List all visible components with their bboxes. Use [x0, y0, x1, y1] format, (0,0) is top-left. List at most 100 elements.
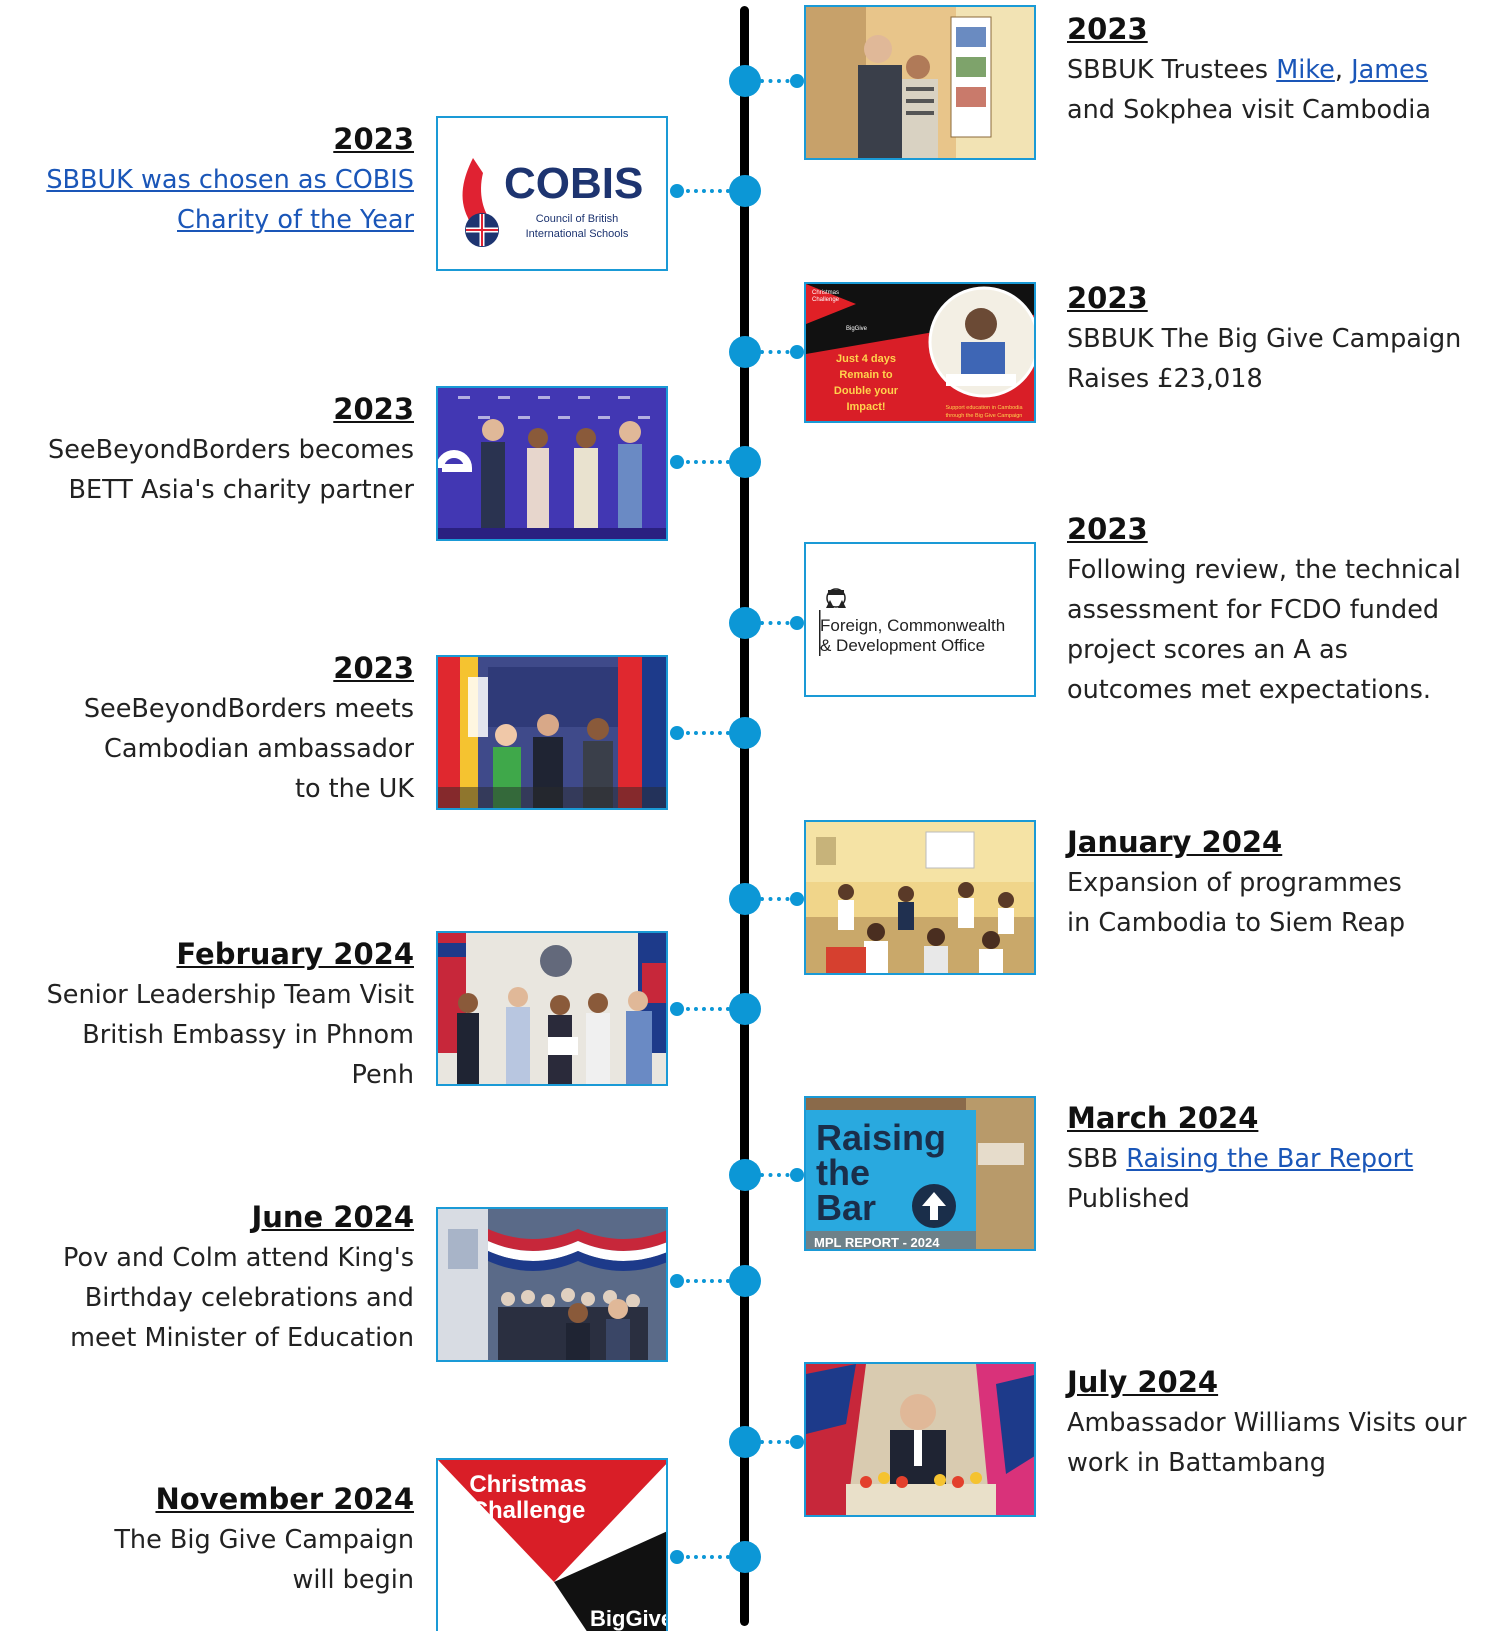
cobis-link-line-2[interactable]: Charity of the Year — [177, 205, 414, 235]
timeline-connector-dot — [790, 345, 804, 359]
raising-the-bar-report-cover[interactable]: Raising the Bar MPL REPORT - 2024 — [804, 1096, 1036, 1251]
promo-note-1: Support education in Cambodia — [945, 405, 1023, 411]
entry-text: March 2024 SBB Raising the Bar Report Pu… — [1067, 1097, 1467, 1219]
entry-title: 2023 — [1067, 12, 1148, 46]
bett-asia-photo-image — [438, 388, 666, 539]
entry-text: 2023 SeeBeyondBorders becomes BETT Asia'… — [14, 388, 414, 510]
promo-line-1: Just 4 days — [836, 353, 896, 365]
entry-text: November 2024 The Big Give Campaign will… — [14, 1478, 414, 1600]
timeline-connector-dot — [790, 892, 804, 906]
entry-title: January 2024 — [1067, 825, 1283, 859]
cobis-subtitle-line-1: Council of British — [536, 213, 619, 225]
timeline-connector — [760, 1440, 798, 1444]
promo-line-4: Impact! — [846, 401, 885, 413]
timeline-node — [729, 446, 761, 478]
mpl-report-label: MPL REPORT - 2024 — [814, 1235, 940, 1250]
challenge-badge-word: Challenge — [812, 297, 840, 303]
timeline-connector-dot — [670, 726, 684, 740]
british-embassy-visit-photo — [436, 931, 668, 1086]
timeline-connector — [760, 79, 798, 83]
big-give-campaign-graphic: Christmas Challenge BigGive Just 4 days … — [806, 284, 1034, 421]
promo-note-2: through the Big Give Campaign — [946, 413, 1023, 419]
entry-line: Senior Leadership Team Visit — [46, 980, 414, 1010]
entry-title: 2023 — [1067, 281, 1148, 315]
fcdo-name-line-2: & Development Office — [820, 636, 985, 655]
james-link[interactable]: James — [1351, 55, 1429, 85]
timeline-connector — [760, 350, 798, 354]
christmas-challenge-image: Christmas Challenge BigGive — [436, 1458, 668, 1631]
raising-the-bar-report-link[interactable]: Raising the Bar Report — [1126, 1144, 1414, 1174]
siem-reap-classroom-photo — [804, 820, 1036, 975]
entry-line: Following review, the technical — [1067, 555, 1461, 585]
entry-text-separator: , — [1334, 55, 1352, 85]
timeline-connector — [760, 1173, 798, 1177]
entry-title: February 2024 — [176, 937, 414, 971]
entry-line: work in Battambang — [1067, 1448, 1326, 1478]
cambodian-ambassador-photo — [436, 655, 668, 810]
the-word: the — [816, 1152, 870, 1193]
cobis-charity-link[interactable]: SBBUK was chosen as COBIS Charity of the … — [14, 160, 414, 240]
entry-line: Ambassador Williams Visits our — [1067, 1408, 1467, 1438]
promo-line-3: Double your — [834, 385, 899, 397]
bar-word: Bar — [816, 1187, 876, 1228]
classroom-photo-image — [806, 822, 1034, 973]
timeline-connector-dot — [670, 1550, 684, 1564]
big-give-wordmark: BigGive — [590, 1606, 668, 1631]
ambassador-meeting-image — [438, 657, 666, 808]
timeline-connector — [678, 1007, 730, 1011]
cobis-link-line-1[interactable]: SBBUK was chosen as COBIS — [46, 165, 414, 195]
entry-text-segment: SBB — [1067, 1144, 1127, 1174]
timeline-node — [729, 1541, 761, 1573]
entry-line: Birthday celebrations and — [84, 1283, 414, 1313]
mike-link[interactable]: Mike — [1276, 55, 1335, 85]
christmas-word: Christmas — [469, 1471, 586, 1498]
fcdo-name-line-1: Foreign, Commonwealth — [820, 616, 1005, 635]
christmas-challenge-graphic: Christmas Challenge BigGive — [438, 1460, 668, 1631]
entry-line: Pov and Colm attend King's — [63, 1243, 414, 1273]
timeline-connector-dot — [790, 1435, 804, 1449]
entry-text: 2023 SBBUK The Big Give Campaign Raises … — [1067, 277, 1467, 399]
timeline-node — [729, 1426, 761, 1458]
fcdo-logo: Foreign, Commonwealth & Development Offi… — [806, 544, 1034, 695]
timeline-connector — [678, 731, 730, 735]
timeline-connector — [678, 1279, 730, 1283]
entry-title: March 2024 — [1067, 1101, 1259, 1135]
timeline-node — [729, 883, 761, 915]
entry-text: 2023 Following review, the technical ass… — [1067, 508, 1492, 710]
trustees-visit-photo — [804, 5, 1036, 160]
cobis-wordmark: COBIS — [504, 159, 643, 208]
raising-the-bar-cover-image: Raising the Bar MPL REPORT - 2024 — [806, 1098, 1034, 1250]
timeline-node — [729, 993, 761, 1025]
embassy-visit-image — [438, 933, 666, 1084]
kings-birthday-image — [438, 1209, 666, 1360]
kings-birthday-photo — [436, 1207, 668, 1362]
cobis-logo-image: COBIS Council of British International S… — [436, 116, 668, 271]
timeline-connector-dot — [790, 616, 804, 630]
fcdo-logo-image: Foreign, Commonwealth & Development Offi… — [804, 542, 1036, 697]
entry-line: BETT Asia's charity partner — [68, 475, 414, 505]
entry-line: will begin — [292, 1565, 414, 1595]
cobis-subtitle-line-2: International Schools — [526, 228, 629, 240]
timeline-node — [729, 607, 761, 639]
entry-line: Raises £23,018 — [1067, 364, 1263, 394]
timeline-connector — [760, 897, 798, 901]
bett-asia-photo — [436, 386, 668, 541]
ambassador-williams-photo — [804, 1362, 1036, 1517]
entry-title: 2023 — [333, 392, 414, 426]
timeline-connector-dot — [670, 1274, 684, 1288]
entry-title: 2023 — [1067, 512, 1148, 546]
entry-line: SBBUK The Big Give Campaign — [1067, 324, 1462, 354]
timeline-connector-dot — [670, 455, 684, 469]
entry-line: SeeBeyondBorders becomes — [48, 435, 414, 465]
timeline-connector — [678, 189, 730, 193]
timeline-node — [729, 336, 761, 368]
entry-line: Expansion of programmes — [1067, 868, 1402, 898]
timeline-spine — [740, 6, 749, 1626]
entry-line: assessment for FCDO funded — [1067, 595, 1440, 625]
timeline-node — [729, 1159, 761, 1191]
entry-line: outcomes met expectations. — [1067, 675, 1432, 705]
big-give-brand-mark: BigGive — [846, 326, 868, 332]
entry-text-segment: SBBUK Trustees — [1067, 55, 1277, 85]
timeline-node — [729, 65, 761, 97]
